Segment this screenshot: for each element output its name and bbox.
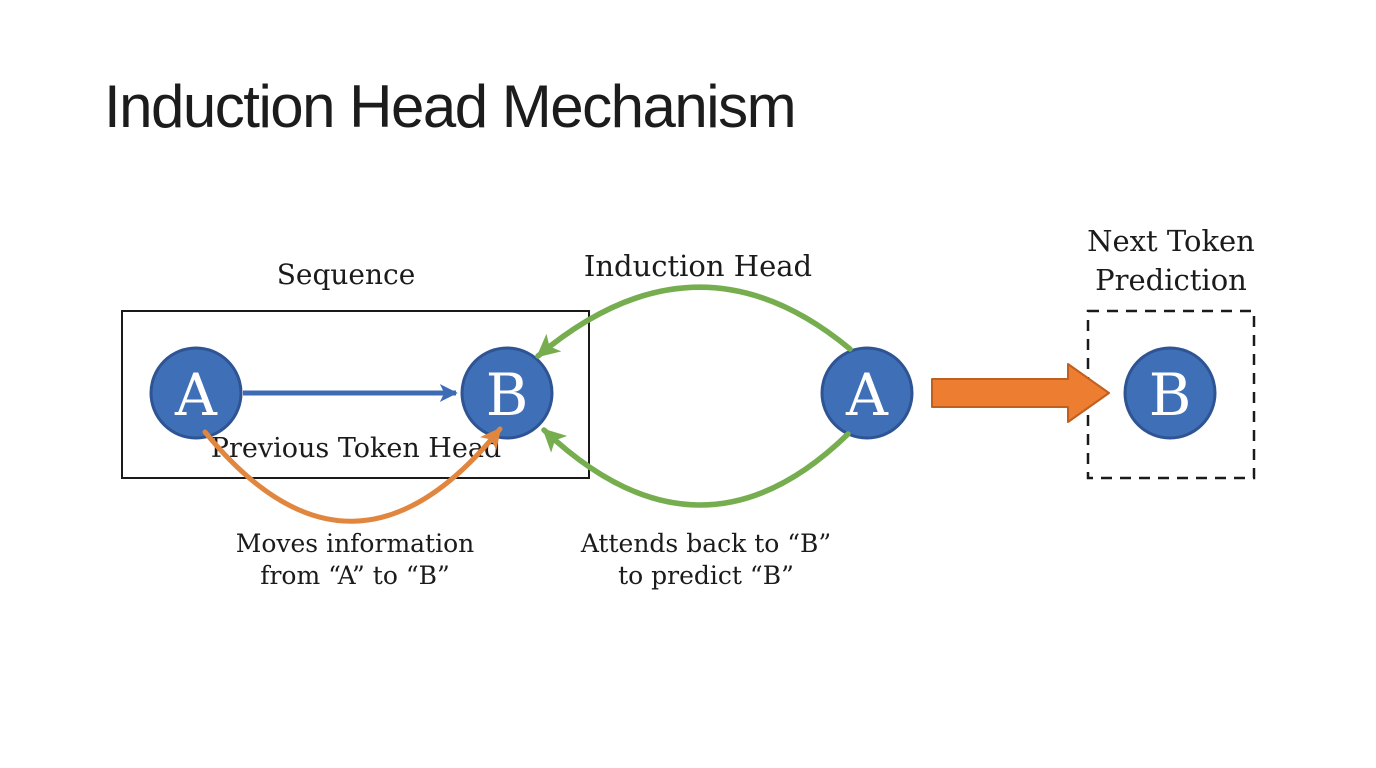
predicted-node-label: B	[1149, 361, 1192, 429]
next-token-prediction-label: Next Token Prediction	[1087, 224, 1255, 297]
caption-moves-information: Moves information from “A” to “B”	[235, 529, 475, 590]
induction-bottom-curve	[541, 427, 851, 508]
caption-attends-back: Attends back to “B” to predict “B”	[580, 529, 832, 590]
induction-top-curve	[535, 284, 853, 359]
node-a-sequence	[149, 346, 243, 440]
sequence-label: Sequence	[276, 258, 416, 291]
predicted-node	[1123, 346, 1217, 440]
query-node-label: A	[845, 361, 889, 429]
node-b-sequence	[460, 346, 554, 440]
node-a-sequence-label: A	[174, 361, 218, 429]
node-b-sequence-label: B	[486, 361, 529, 429]
induction-head-label: Induction Head	[583, 249, 813, 283]
previous-token-head-label: Previous Token Head	[210, 433, 502, 464]
page-title: Induction Head Mechanism	[104, 73, 797, 140]
prediction-box	[1086, 309, 1256, 480]
next-token-block-arrow	[931, 363, 1110, 423]
query-node	[820, 346, 914, 440]
